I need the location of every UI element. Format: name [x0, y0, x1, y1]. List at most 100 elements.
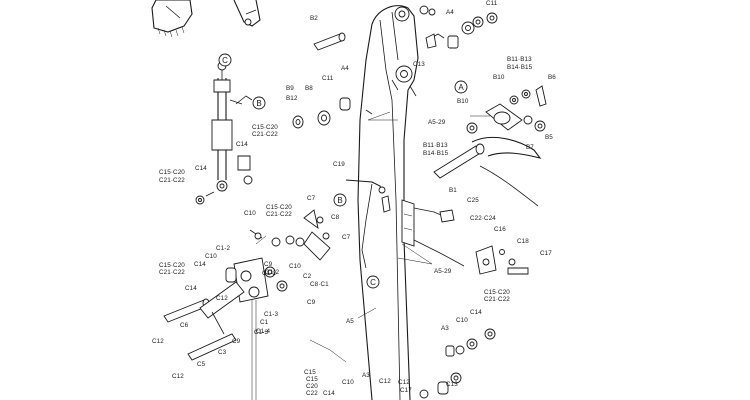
svg-text:C: C	[370, 278, 376, 287]
part-label: C25	[467, 197, 479, 204]
part-label: C12	[152, 338, 164, 345]
part-label: C1-2	[216, 245, 230, 252]
part-label: C14	[323, 390, 335, 397]
part-label: C1-3	[264, 311, 278, 318]
callout-c-mid: C	[366, 275, 380, 289]
part-label: C1	[260, 319, 269, 326]
part-label: C1-3	[254, 329, 268, 336]
part-label: C14	[470, 309, 482, 316]
part-label: C12	[216, 295, 228, 302]
part-label: C10	[342, 379, 354, 386]
part-label: C10	[205, 253, 217, 260]
part-label: C21·C22	[484, 296, 510, 303]
part-label: C1-2	[262, 270, 276, 277]
part-label: C21·C22	[252, 131, 278, 138]
callout-a-right: A	[454, 80, 468, 94]
part-label: C10	[244, 210, 256, 217]
part-label: C20	[306, 383, 318, 390]
part-label: C15·C20	[159, 262, 185, 269]
top-right-washers	[419, 5, 498, 49]
part-label: C6	[180, 322, 189, 329]
part-label: C14	[236, 141, 248, 148]
part-label: C15	[304, 369, 316, 376]
part-label: C12	[172, 373, 184, 380]
part-label: A5	[346, 318, 354, 325]
part-label: C17	[400, 387, 412, 394]
part-label: C19	[333, 161, 345, 168]
part-label: C2	[303, 273, 312, 280]
part-label: C15	[306, 376, 318, 383]
part-label: C10	[289, 263, 301, 270]
part-label: C15·C20	[266, 204, 292, 211]
part-label: C8·C1	[310, 281, 329, 288]
part-label: C5	[197, 361, 206, 368]
part-label: C21·C22	[159, 177, 185, 184]
part-label: C9	[232, 338, 241, 345]
bracket-c16	[475, 245, 529, 275]
part-label: C1-2	[265, 269, 279, 276]
part-label: C14	[185, 285, 197, 292]
part-label: B14·B15	[507, 64, 533, 71]
part-label: C12	[379, 378, 391, 385]
part-label: C18	[517, 238, 529, 245]
part-labels: B2 A4 C11 C13 B9 B12 B8 C11 A4 A5-29 B11…	[152, 0, 556, 397]
part-label: B10	[493, 74, 505, 81]
link-assembly	[163, 209, 331, 400]
part-label: B2	[310, 15, 318, 22]
bucket-thumbnail	[151, 0, 193, 38]
part-label: C21·C22	[159, 269, 185, 276]
part-label: C22·C24	[470, 215, 496, 222]
part-label: B12	[286, 95, 298, 102]
part-label: A3	[441, 325, 449, 332]
part-label: A5-29	[434, 268, 452, 275]
part-label: C13	[413, 61, 425, 68]
left-pin-parts	[292, 97, 373, 129]
left-cylinder	[195, 61, 253, 205]
part-label: C22	[306, 390, 318, 397]
part-label: B10	[457, 98, 469, 105]
part-label: B6	[548, 74, 556, 81]
svg-text:B: B	[337, 196, 342, 205]
part-label: C12	[398, 379, 410, 386]
part-label: C16	[494, 226, 506, 233]
part-label: B9	[286, 85, 294, 92]
part-label: C21·C22	[266, 211, 292, 218]
part-label: B14·B15	[423, 150, 449, 157]
part-label: B11·B13	[423, 142, 448, 149]
hydraulic-line	[345, 179, 465, 269]
callout-b-mid: B	[333, 193, 347, 207]
svg-text:A: A	[458, 83, 464, 92]
callout-b-left: B	[252, 96, 266, 110]
part-pin-b2	[313, 32, 346, 51]
part-label: B1	[449, 187, 457, 194]
part-label: B11·B13	[507, 56, 532, 63]
part-label: C1-4	[256, 328, 270, 335]
part-label: C14	[195, 165, 207, 172]
right-lower-washers	[419, 328, 496, 399]
part-label: C9	[307, 299, 316, 306]
part-label: C15·C20	[484, 289, 510, 296]
leader-lines	[255, 111, 490, 363]
part-label: C13	[446, 381, 458, 388]
part-label: C10	[456, 317, 468, 324]
part-label: C11	[486, 0, 498, 7]
part-label: C7	[342, 234, 351, 241]
boom-arm	[357, 5, 419, 400]
part-label: B7	[526, 144, 534, 151]
part-label: A4	[341, 65, 349, 72]
right-pin-assembly	[433, 85, 547, 207]
arm-thumbnail	[233, 0, 261, 27]
part-label: B5	[545, 134, 553, 141]
part-label: C14	[194, 261, 206, 268]
part-label: A5-29	[428, 119, 446, 126]
part-label: C9	[264, 261, 273, 268]
svg-text:B: B	[256, 99, 261, 108]
part-label: C7	[307, 195, 316, 202]
part-label: A4	[446, 9, 454, 16]
part-label: C15·C20	[159, 169, 185, 176]
part-label: C8	[331, 214, 340, 221]
part-label: A3	[362, 372, 370, 379]
part-label: C11	[322, 75, 334, 82]
part-label: C17	[540, 250, 552, 257]
